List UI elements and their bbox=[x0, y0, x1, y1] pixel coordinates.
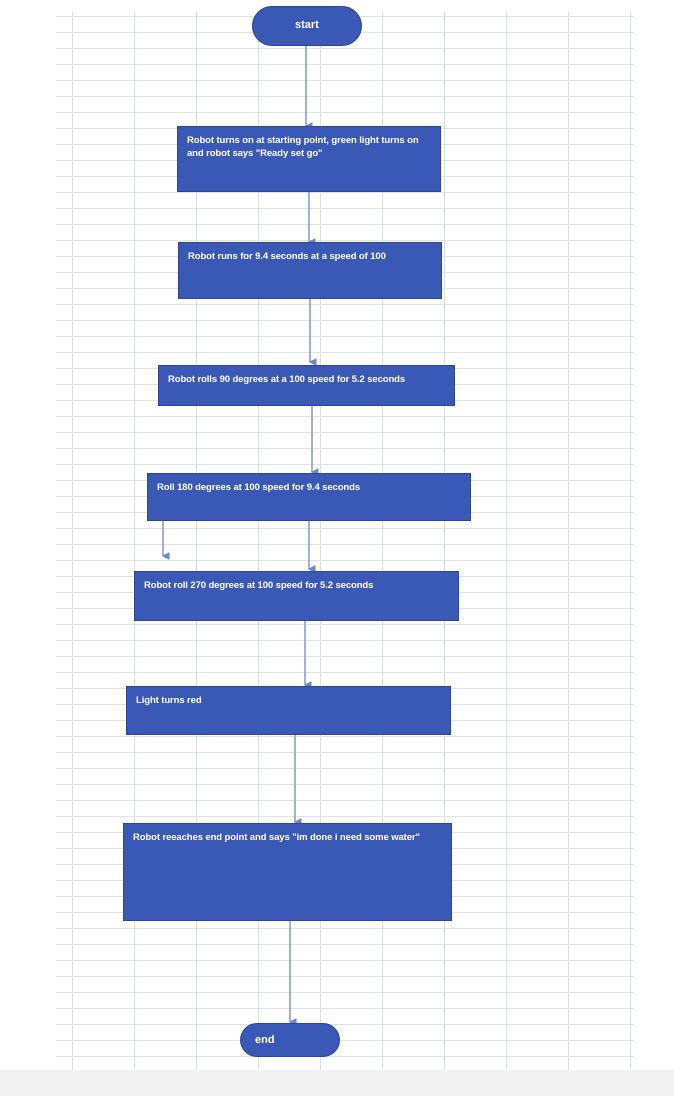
end-label: end bbox=[255, 1034, 275, 1046]
end-terminator: end bbox=[240, 1023, 340, 1057]
process-step-4: Roll 180 degrees at 100 speed for 9.4 se… bbox=[147, 473, 471, 521]
process-step-1: Robot turns on at starting point, green … bbox=[177, 126, 441, 192]
process-step-5: Robot roll 270 degrees at 100 speed for … bbox=[134, 571, 459, 621]
process-step-7: Robot reeaches end point and says "im do… bbox=[123, 823, 452, 921]
bottom-strip bbox=[0, 1070, 674, 1096]
process-step-6: Light turns red bbox=[126, 686, 451, 735]
process-step-3: Robot rolls 90 degrees at a 100 speed fo… bbox=[158, 365, 455, 406]
start-terminator: start bbox=[252, 6, 362, 46]
process-step-2: Robot runs for 9.4 seconds at a speed of… bbox=[178, 242, 442, 299]
start-label: start bbox=[295, 19, 319, 31]
